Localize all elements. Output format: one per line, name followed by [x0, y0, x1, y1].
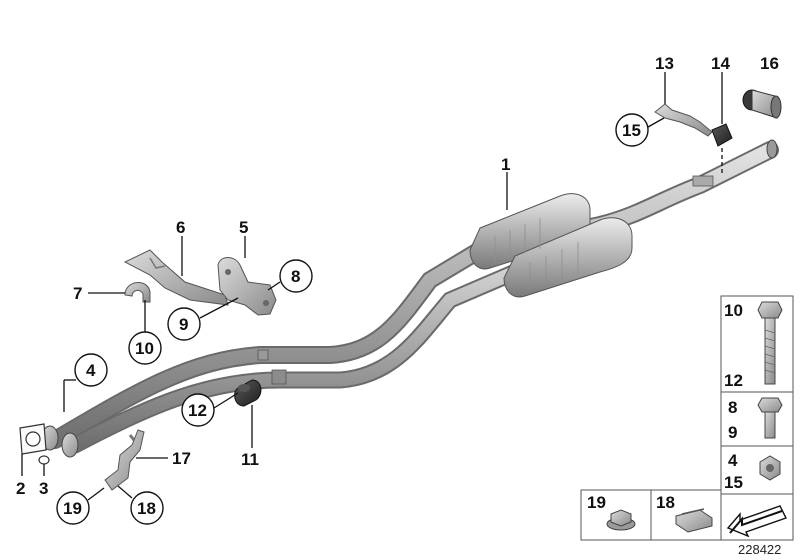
- part-labels: 1 2 3 4 5 6 7 8 9 10 11 12 13 14 15 16 1…: [16, 54, 779, 525]
- legend-flange-nut-label: 19: [587, 493, 606, 512]
- clip-icon: [675, 508, 713, 533]
- legend-flange-nut: 19: [580, 489, 652, 541]
- bracket-17: [104, 429, 145, 491]
- label-10: 10: [135, 339, 154, 358]
- hex-nut-icon: [759, 455, 781, 481]
- leader-lines: [21, 72, 723, 501]
- label-15: 15: [622, 121, 641, 140]
- reference-number: 228422: [738, 542, 781, 557]
- gasket-ring: [38, 455, 50, 465]
- label-12: 12: [188, 401, 207, 420]
- legend-nut: 4 15: [720, 445, 794, 495]
- label-2: 2: [16, 479, 25, 498]
- legend-nut-bottom: 15: [724, 473, 743, 492]
- label-8: 8: [291, 267, 300, 286]
- legend-clip: 18: [650, 489, 722, 541]
- flange-gasket: [19, 423, 47, 455]
- label-13: 13: [655, 54, 674, 73]
- label-11: 11: [241, 450, 259, 469]
- flange-nut-icon: [606, 509, 636, 531]
- short-bolt-icon: [757, 397, 783, 439]
- label-16: 16: [760, 54, 779, 73]
- pipe-clamp-16: [742, 89, 782, 119]
- label-5: 5: [239, 218, 248, 237]
- legend-bolt-long: 10 12: [720, 295, 794, 393]
- legend-bolt-short-top: 8: [728, 398, 737, 417]
- legend-clip-label: 18: [656, 493, 675, 512]
- label-19: 19: [63, 499, 82, 518]
- legend-nut-top: 4: [728, 451, 738, 470]
- exhaust-pipe-assembly: [41, 139, 779, 458]
- label-18: 18: [137, 499, 156, 518]
- label-1: 1: [501, 155, 510, 174]
- direction-arrow-icon: [726, 505, 787, 538]
- rubber-hanger-14: [711, 123, 733, 147]
- bracket-6: [123, 249, 229, 306]
- bracket-5: [217, 257, 277, 316]
- legend-bolt-long-bottom: 12: [724, 371, 743, 390]
- label-14: 14: [711, 54, 730, 73]
- label-17: 17: [172, 449, 191, 468]
- label-4: 4: [86, 361, 96, 380]
- label-3: 3: [39, 479, 48, 498]
- legend-bolt-short: 8 9: [720, 391, 794, 447]
- label-6: 6: [176, 218, 185, 237]
- legend-bolt-short-bottom: 9: [728, 423, 737, 442]
- clamp-7: [124, 282, 151, 303]
- legend-direction: [720, 493, 794, 541]
- legend-bolt-long-top: 10: [724, 301, 743, 320]
- label-7: 7: [73, 284, 82, 303]
- hanger-13: [654, 103, 713, 137]
- long-bolt-icon: [757, 301, 783, 385]
- label-9: 9: [179, 315, 188, 334]
